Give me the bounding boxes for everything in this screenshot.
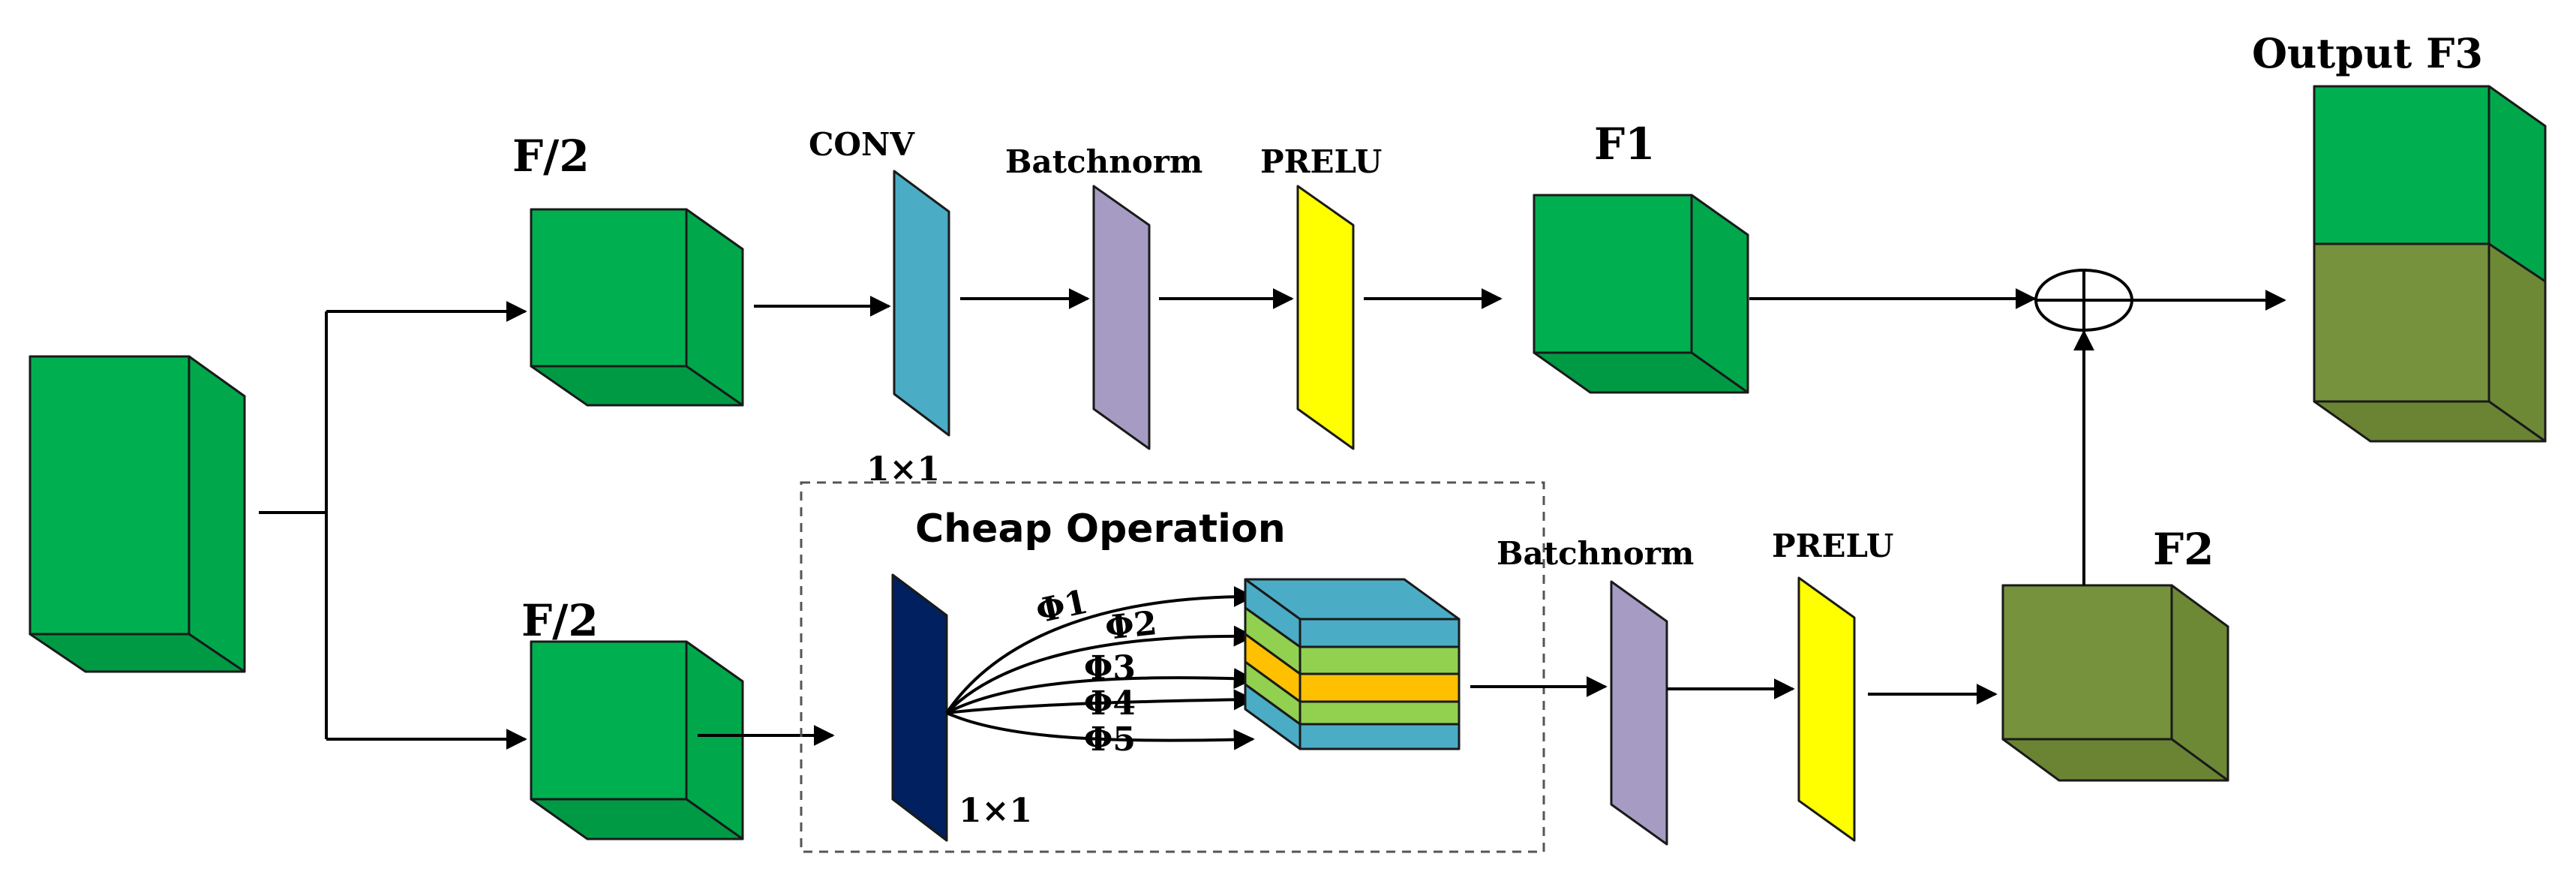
half-feature-cube-top: [530, 208, 744, 407]
cheap-operation-box: [800, 481, 1545, 853]
phi-label-3: Φ3: [1084, 649, 1136, 687]
phi-label-1: Φ1: [1033, 583, 1091, 631]
batchnorm-label-top: Batchnorm: [1005, 143, 1202, 180]
phi-label-2: Φ2: [1103, 604, 1159, 648]
batchnorm-layer-top: [1092, 185, 1151, 450]
half-feature-label-bottom: F/2: [521, 595, 599, 646]
prelu-label-top: PRELU: [1260, 143, 1382, 180]
output-feature-cube: [2313, 85, 2547, 443]
f2-feature-cube: [2001, 584, 2229, 782]
phi-label-5: Φ5: [1084, 720, 1136, 759]
batchnorm-layer-bottom: [1610, 580, 1668, 846]
f2-label: F2: [2153, 524, 2214, 575]
prelu-layer-bottom: [1797, 576, 1856, 842]
split-connector: [259, 301, 527, 750]
f1-label: F1: [1594, 119, 1656, 170]
cheap-conv-layer: [891, 573, 948, 842]
half-feature-label-top: F/2: [512, 131, 590, 182]
cheap-operation-title: Cheap Operation: [915, 507, 1286, 552]
conv-label: CONV: [809, 126, 915, 163]
phi-label-4: Φ4: [1084, 684, 1136, 723]
half-feature-cube-bottom: [530, 640, 744, 840]
input-feature-cube: [29, 355, 246, 673]
ghost-feature-stack: [1244, 578, 1461, 750]
circle-plus-icon: [2034, 269, 2133, 332]
f1-feature-cube: [1533, 194, 1749, 394]
prelu-label-bottom: PRELU: [1772, 528, 1893, 564]
conv-layer: [893, 170, 950, 437]
cheap-kernel-label: 1×1: [959, 792, 1032, 830]
phi-operations: [945, 586, 1255, 750]
batchnorm-label-bottom: Batchnorm: [1497, 535, 1694, 572]
prelu-layer-top: [1296, 185, 1355, 450]
output-label: Output F3: [2252, 29, 2483, 77]
